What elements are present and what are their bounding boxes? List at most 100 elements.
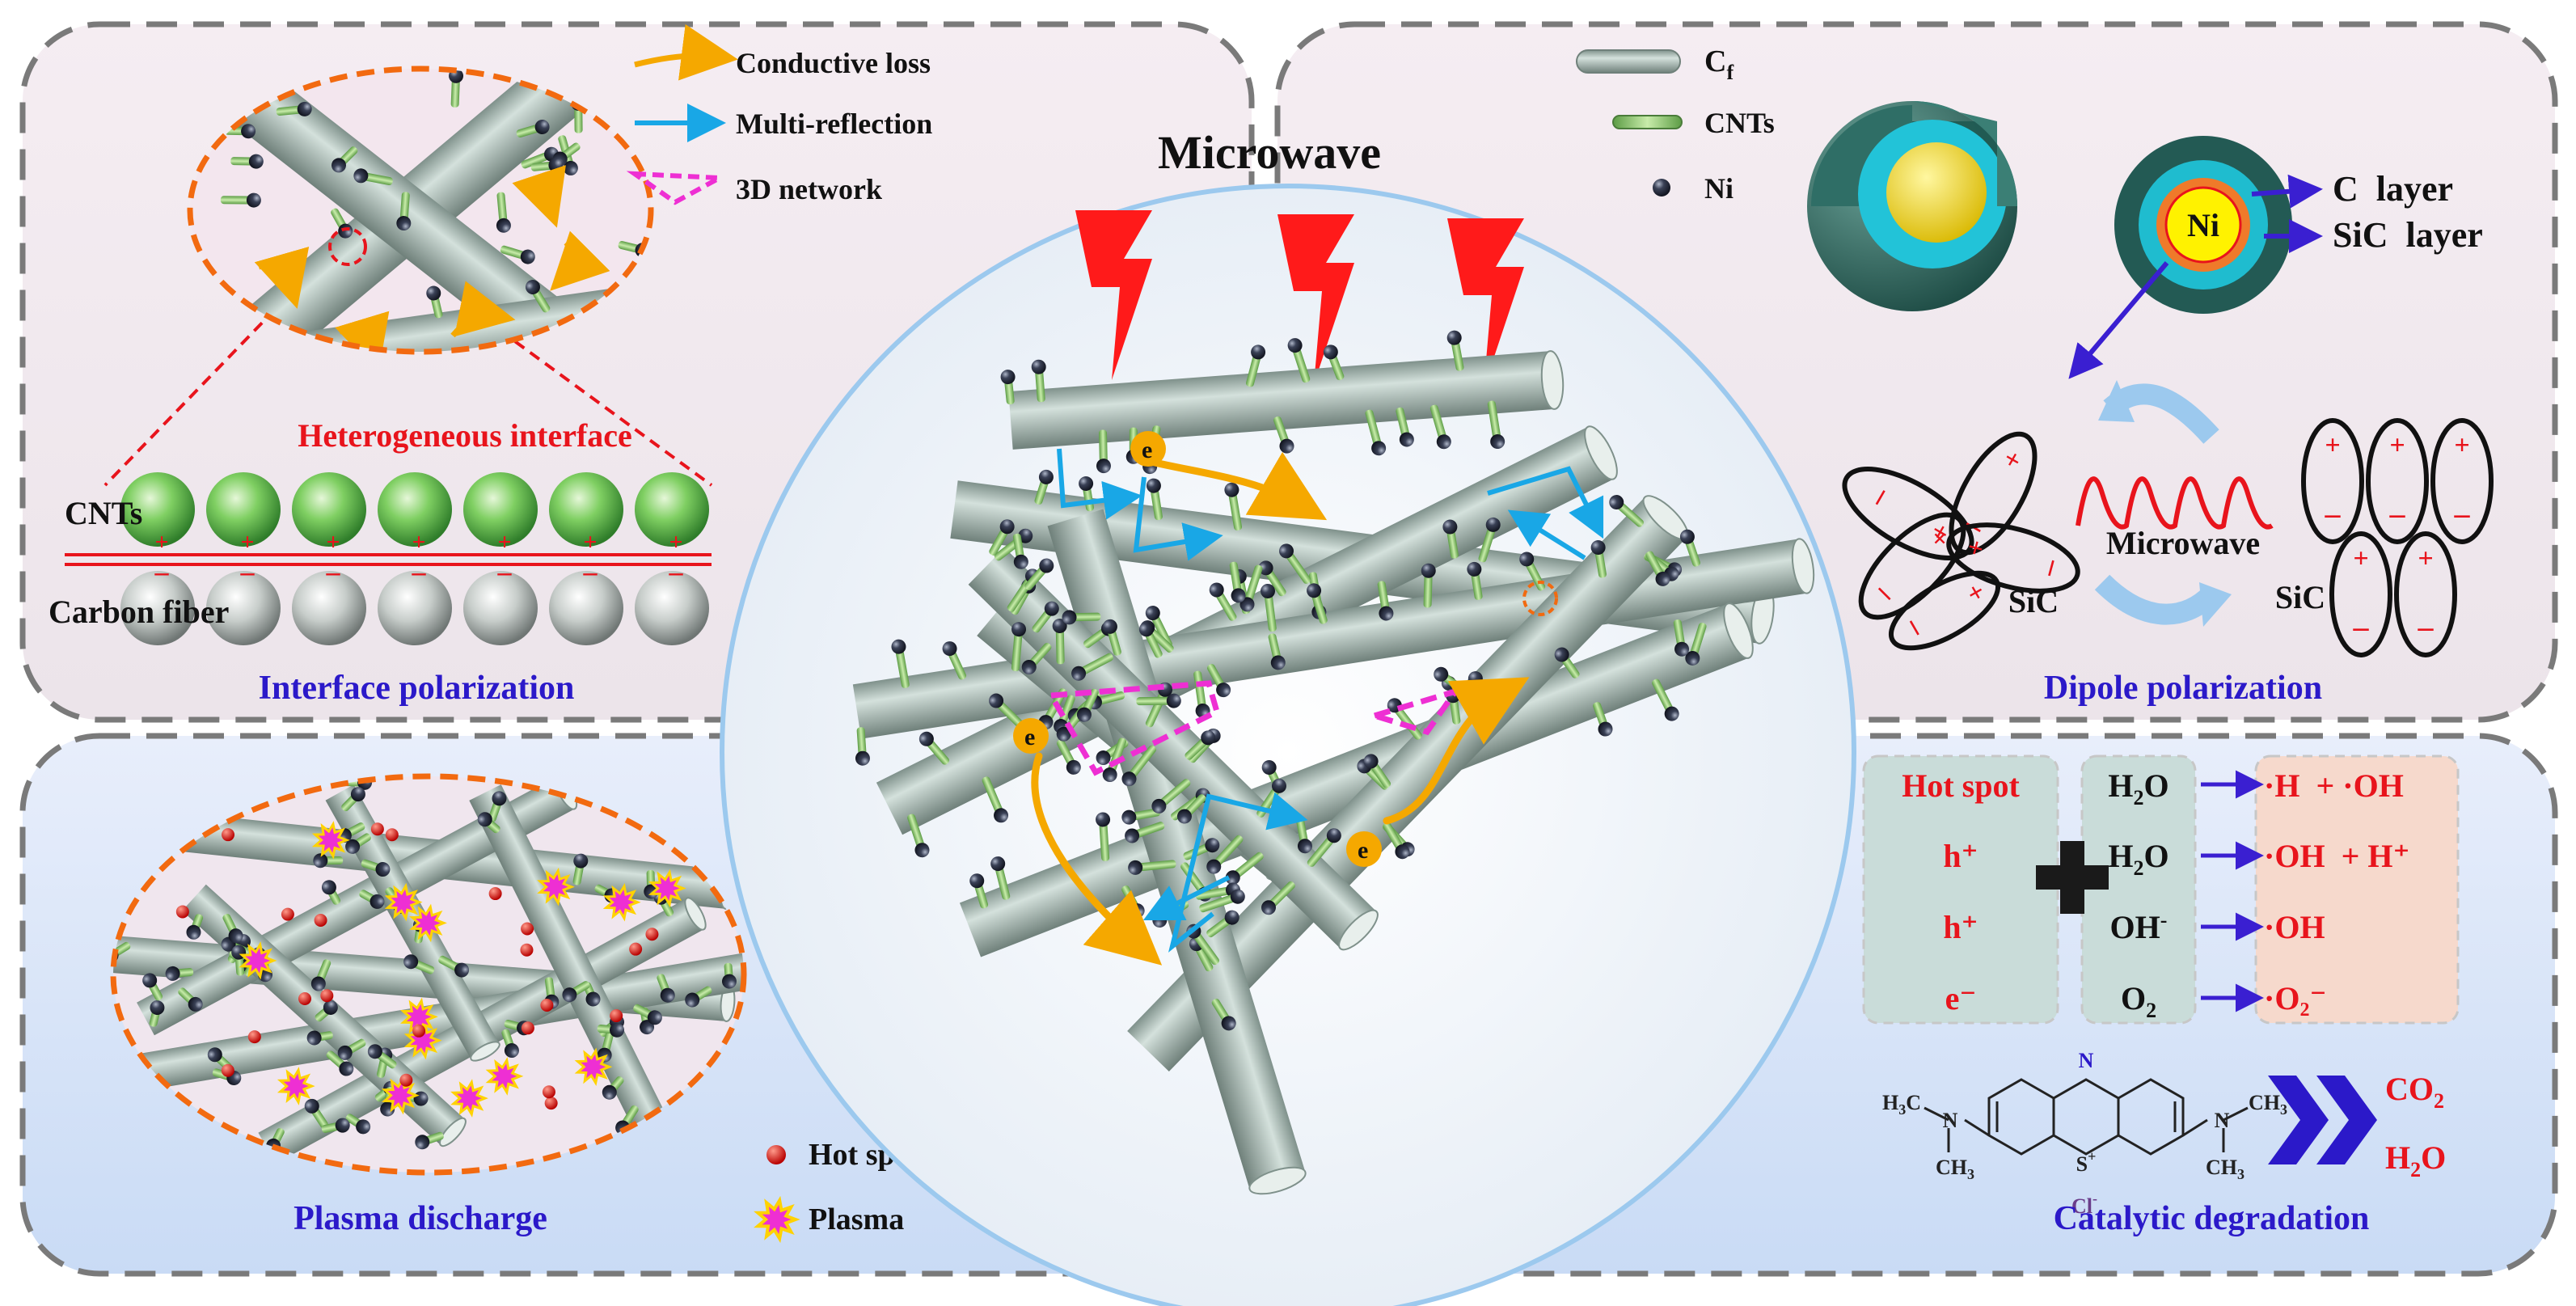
cnt-with-ni (1206, 910, 1239, 938)
cnt-with-ni (1590, 540, 1607, 578)
cnt-with-ni (1136, 693, 1181, 708)
svg-text:+: + (2454, 430, 2469, 460)
cnt-with-ni (1176, 794, 1206, 824)
hot-spot-icon (370, 822, 384, 836)
product-2: ·OH + H⁺ (2264, 838, 2410, 874)
cnt-with-ni (230, 154, 264, 169)
molecule-ch3-bottom-left: CH3 (1936, 1156, 1974, 1182)
3d-network-markers (1046, 680, 1463, 776)
heterogeneous-interface-heading: Heterogeneous interface (298, 417, 632, 454)
cnt-with-ni (1146, 478, 1163, 521)
cnt-with-ni (1011, 622, 1027, 672)
core-shell-sphere (1807, 101, 2017, 311)
hot-spot-icon (540, 998, 554, 1012)
cnt-with-ni (321, 880, 341, 905)
carbon-fiber-ball (635, 571, 709, 645)
cnt-with-ni (1031, 359, 1046, 403)
cnt-with-ni (1032, 601, 1059, 633)
cnt-with-ni (304, 1098, 328, 1129)
curved-arrow-bottom (2094, 574, 2219, 625)
cnt-with-ni (982, 776, 1009, 823)
cnt-with-ni (403, 954, 435, 974)
cnt-with-ni (501, 1029, 519, 1059)
cnt-with-ni (1685, 623, 1707, 666)
positive-charge-icon: + (412, 529, 425, 556)
interface-polarization-caption: Interface polarization (259, 670, 575, 707)
cnt-with-ni (1121, 808, 1161, 825)
cnt-with-ni (222, 914, 243, 944)
product-1: ·H + ·OH (2264, 767, 2404, 804)
cnt-with-ni (1071, 653, 1113, 681)
svg-text:e: e (1142, 437, 1152, 463)
carbon-fiber-row-label: Carbon fiber (49, 594, 229, 630)
sic-dipole: +– (2301, 418, 2364, 544)
zoom-line-right (378, 241, 713, 487)
molecule-n-top: N (2079, 1049, 2094, 1072)
carbon-fiber-network (852, 350, 1815, 1195)
conductive-loss-arrow-icon (634, 24, 738, 81)
cnt-with-ni (1478, 517, 1501, 563)
carbon-fiber-ball (120, 571, 195, 645)
reactant-o2: O2 (2121, 980, 2156, 1022)
sic-dipole: +– (2430, 418, 2494, 544)
reactant-h2o-1: H2O (2108, 767, 2168, 809)
3d-network-icon (626, 171, 728, 205)
magnified-fibers-ellipse (187, 66, 654, 355)
negative-charge-icon: – (497, 557, 513, 587)
cnt-with-ni (1323, 344, 1345, 381)
cnt-with-ni (1121, 745, 1156, 787)
cnt-with-ni (1229, 561, 1246, 603)
cnt-with-ni (989, 519, 1015, 556)
molecule-n-left: N (1943, 1109, 1958, 1132)
cnt-with-ni (1377, 581, 1394, 621)
hot-spot-icon (175, 905, 189, 919)
microwave-bolts (1075, 210, 1524, 388)
legend-top-right: Cf CNTs Ni (1576, 44, 1775, 205)
negative-charge-icon: – (154, 557, 170, 587)
cnt-with-ni (1609, 495, 1644, 527)
svg-text:–: – (2418, 611, 2435, 645)
catalytic-degradation-caption: Catalytic degradation (2054, 1200, 2370, 1237)
cnt-with-ni (1225, 852, 1264, 885)
cnt-with-ni (1467, 561, 1483, 600)
svg-text:e: e (1024, 724, 1035, 750)
positive-charge-icon: + (154, 529, 168, 556)
cnt-with-ni (1052, 619, 1067, 665)
molecule-ch3-top-right: CH3 (2249, 1091, 2287, 1118)
plasma-icon (403, 1021, 442, 1060)
cnt-with-ni (1396, 407, 1414, 447)
cnt-with-ni (1206, 664, 1231, 698)
positive-charge-icon: + (669, 529, 682, 556)
electron-markers: e e e (1013, 431, 1382, 867)
source-hot-spot: Hot spot (1902, 767, 2020, 804)
legend-top-left: Conductive loss Multi-reflection 3D netw… (626, 24, 932, 205)
carbon-fiber-ball (549, 571, 623, 645)
plasma-icon (754, 1195, 800, 1244)
cnt-with-ni (1102, 619, 1121, 656)
ni-particle-icon (1653, 179, 1670, 197)
cnt-with-ni (1273, 416, 1294, 454)
c-layer-pointer (2251, 174, 2323, 209)
cnt-with-ni (1287, 338, 1311, 383)
cnt-ball (549, 472, 623, 547)
dipole-polarization-panel: Ni C layer SiC layer +–+–+–+–+– +–+–+–+–… (1807, 101, 2494, 707)
plasma-icon (648, 869, 686, 908)
cnt-with-ni (1096, 429, 1111, 474)
svg-text:–: – (2454, 497, 2471, 531)
cnt-with-ni (306, 1030, 333, 1046)
cnt-with-ni (361, 859, 391, 877)
legend-ni: Ni (1704, 172, 1734, 205)
hot-spot-icon (314, 913, 327, 927)
cnt-with-ni (1246, 344, 1266, 387)
c-layer-label: C layer (2333, 169, 2453, 209)
cnt-ball (120, 472, 195, 547)
plasma-icon (239, 941, 277, 980)
svg-text:+: + (2418, 543, 2433, 573)
legend-cf: Cf (1704, 44, 1734, 84)
carbon-fiber (968, 547, 1379, 951)
cnt-with-ni (1268, 633, 1286, 670)
plasma-icon (384, 882, 423, 922)
cnt-with-ni (1096, 812, 1111, 861)
hot-spot-icon (399, 1073, 413, 1087)
